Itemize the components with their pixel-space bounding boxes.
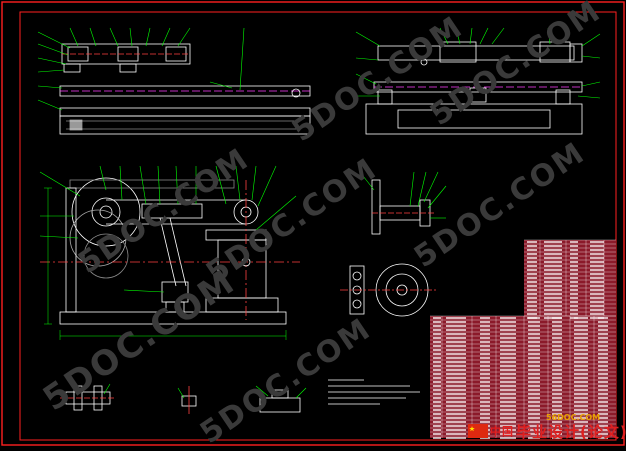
bottom-leaders [69,381,307,399]
inner-frame [19,11,617,441]
brand-site: 56DOC.COM [546,413,601,422]
main-mechanism-view [40,177,300,325]
top-right-view [365,41,583,135]
main-view-dimensions [44,187,287,340]
brand-name: 毕业设计(论文)网 [516,422,626,441]
technical-notes [328,379,420,405]
brand-prefix: 中国 [490,425,514,438]
brand-logo: 中国 毕业设计(论文)网 [468,420,626,442]
main-view-leaders [39,165,297,293]
top-left-view [59,43,311,135]
parts-list-tables [430,239,616,439]
china-flag-icon [468,424,488,438]
top-left-leaders [37,27,245,111]
detail-view-right [340,179,438,317]
bottom-small-views [60,385,301,414]
detail-view-leaders [359,171,447,219]
top-right-leaders [355,27,601,99]
